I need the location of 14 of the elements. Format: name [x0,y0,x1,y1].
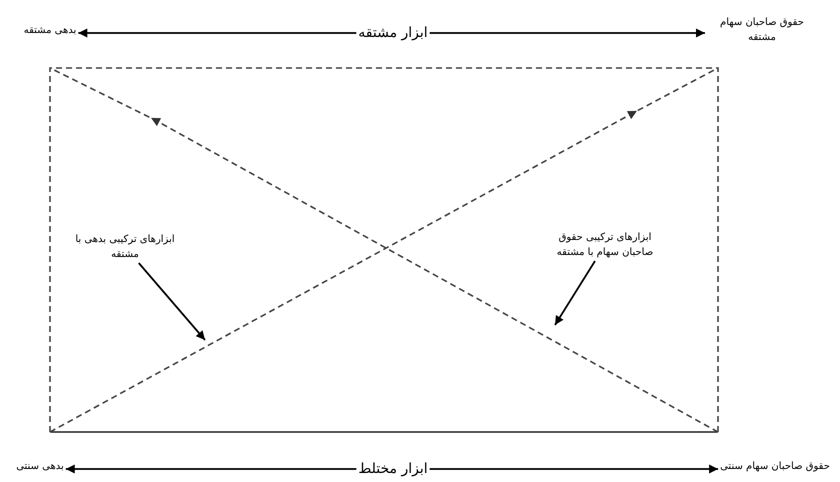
leader-arrow [554,260,596,326]
callout-text: ابزارهای ترکیبی بدهی با مشتقه [75,233,175,262]
arrow [66,464,356,474]
corner-text: بدهی سنتی [16,460,64,474]
callout-text: ابزارهای ترکیبی حقوق صاحبان سهام با مشتقه [556,231,654,260]
arrow [430,464,718,474]
leader-arrow [138,262,206,341]
heading-text: ابزار مشتقه [358,24,428,42]
corner-text: حقوق صاحبان سهام سنتی [720,460,830,474]
arrow [430,28,705,38]
heading-text: ابزار مختلط [358,460,428,478]
corner-text: بدهی مشتقه [24,24,76,38]
corner-text: حقوق صاحبان سهام مشتقه [719,16,805,45]
arrow [78,28,356,38]
